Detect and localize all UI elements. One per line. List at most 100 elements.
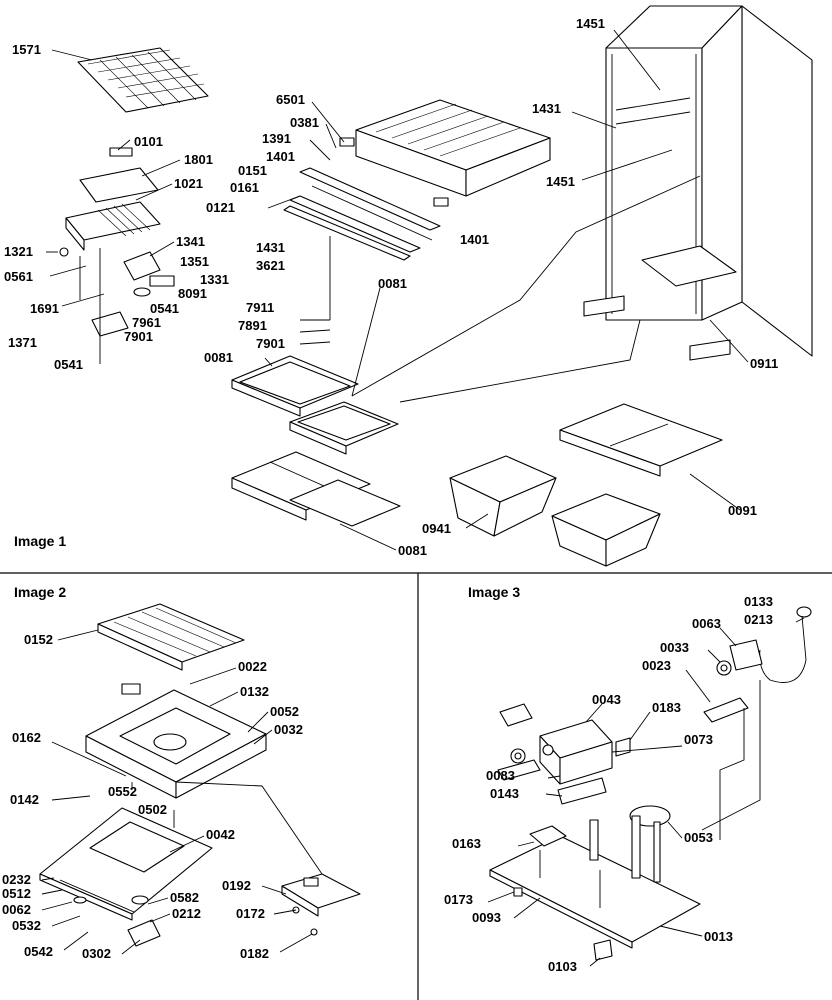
callout-label: 1021 (174, 176, 203, 191)
callout-label: 0033 (660, 640, 689, 655)
callout-label: 1321 (4, 244, 33, 259)
image3-leaders (487, 617, 805, 967)
callout-label: 0213 (744, 612, 773, 627)
callout-label: 0013 (704, 929, 733, 944)
callout-label: 6501 (276, 92, 305, 107)
evaporator-cover-drawing (85, 683, 267, 799)
callout-label: 7961 (132, 315, 161, 330)
callout-label: 0063 (692, 616, 721, 631)
callout-label: 0582 (170, 890, 199, 905)
callout-label: 0073 (684, 732, 713, 747)
callout-label: 0232 (2, 872, 31, 887)
callout-label: 1431 (256, 240, 285, 255)
callout-label: 1431 (532, 101, 561, 116)
control-housing-drawing (59, 147, 161, 257)
glass-shelves-drawing (231, 355, 401, 527)
callout-label: 0023 (642, 658, 671, 673)
callout-label: 8091 (178, 286, 207, 301)
callout-label: 0053 (684, 830, 713, 845)
callout-label: 0542 (24, 944, 53, 959)
callout-label: 0172 (236, 906, 265, 921)
callout-label: 0163 (452, 836, 481, 851)
callout-label: 0132 (240, 684, 269, 699)
callout-label: 0062 (2, 902, 31, 917)
image1-leaders (46, 29, 749, 551)
callout-label: 0032 (274, 722, 303, 737)
callout-label: 0103 (548, 959, 577, 974)
callout-label: 7901 (124, 329, 153, 344)
callout-label: 0541 (54, 357, 83, 372)
callout-label: 0381 (290, 115, 319, 130)
control-box-drawing (497, 703, 631, 805)
cabinet-drawing (583, 5, 813, 361)
callout-label: 1331 (200, 272, 229, 287)
damper-parts-drawing (91, 251, 175, 337)
image2-leaders (41, 629, 323, 955)
callout-label: 0083 (486, 768, 515, 783)
callout-label: 0142 (10, 792, 39, 807)
callout-label: 0302 (82, 946, 111, 961)
thermostat-drawing (703, 606, 812, 723)
callout-label: 0081 (378, 276, 407, 291)
image2-parts: Image 2 0152 0022 0132 0052 0032 0162 05… (2, 584, 361, 961)
callout-label: 0512 (2, 886, 31, 901)
callout-label: 0093 (472, 910, 501, 925)
callout-label: 0042 (206, 827, 235, 842)
image3-parts: Image 3 0133 0213 0063 0033 0023 0043 01… (444, 584, 812, 974)
callout-label: 0173 (444, 892, 473, 907)
callout-label: 0161 (230, 180, 259, 195)
image1-title: Image 1 (14, 533, 66, 549)
callout-label: 0911 (750, 356, 778, 371)
callout-label: 0183 (652, 700, 681, 715)
callout-label: 0212 (172, 906, 201, 921)
wire-shelf-drawing (77, 47, 209, 113)
callout-label: 1801 (184, 152, 213, 167)
callout-label: 3621 (256, 258, 285, 273)
callout-label: 1401 (266, 149, 295, 164)
callout-label: 0043 (592, 692, 621, 707)
defrost-timer-drawing (629, 805, 671, 883)
callout-label: 1341 (176, 234, 205, 249)
base-pan-drawing (39, 807, 213, 947)
callout-label: 0541 (150, 301, 179, 316)
callout-label: 1391 (262, 131, 291, 146)
image1-parts: Image 1 1571 0101 1801 1021 1321 0561 13… (4, 5, 813, 567)
rail-assembly-drawing (283, 167, 441, 261)
callout-label: 0052 (270, 704, 299, 719)
callout-label: 7901 (256, 336, 285, 351)
callout-label: 0192 (222, 878, 251, 893)
callout-label: 0552 (108, 784, 137, 799)
callout-label: 0022 (238, 659, 267, 674)
top-cover-drawing (339, 99, 551, 207)
callout-label: 1691 (30, 301, 59, 316)
callout-label: 7911 (246, 300, 274, 315)
callout-label: 0121 (206, 200, 235, 215)
base-tray-drawing (489, 819, 701, 949)
callout-label: 1351 (180, 254, 209, 269)
callout-label: 0081 (398, 543, 427, 558)
image2-title: Image 2 (14, 584, 66, 600)
callout-label: 0502 (138, 802, 167, 817)
callout-label: 1451 (576, 16, 605, 31)
callout-label: 0133 (744, 594, 773, 609)
callout-label: 0182 (240, 946, 269, 961)
callout-label: 0532 (12, 918, 41, 933)
image3-title: Image 3 (468, 584, 520, 600)
panel-dividers (0, 572, 832, 1000)
callout-label: 1401 (460, 232, 489, 247)
callout-label: 0081 (204, 350, 233, 365)
freezer-shelf-drawing (97, 603, 245, 671)
callout-label: 7891 (238, 318, 267, 333)
callout-label: 0091 (728, 503, 757, 518)
callout-label: 0101 (134, 134, 163, 149)
control-board-drawing (281, 873, 361, 936)
callout-label: 0143 (490, 786, 519, 801)
callout-label: 1451 (546, 174, 575, 189)
callout-label: 1371 (8, 335, 37, 350)
callout-label: 0941 (422, 521, 451, 536)
crisper-drawers-drawing (449, 403, 723, 567)
callout-label: 0162 (12, 730, 41, 745)
drain-fitting-drawing (593, 939, 613, 961)
callout-label: 1571 (12, 42, 41, 57)
callout-label: 0561 (4, 269, 33, 284)
